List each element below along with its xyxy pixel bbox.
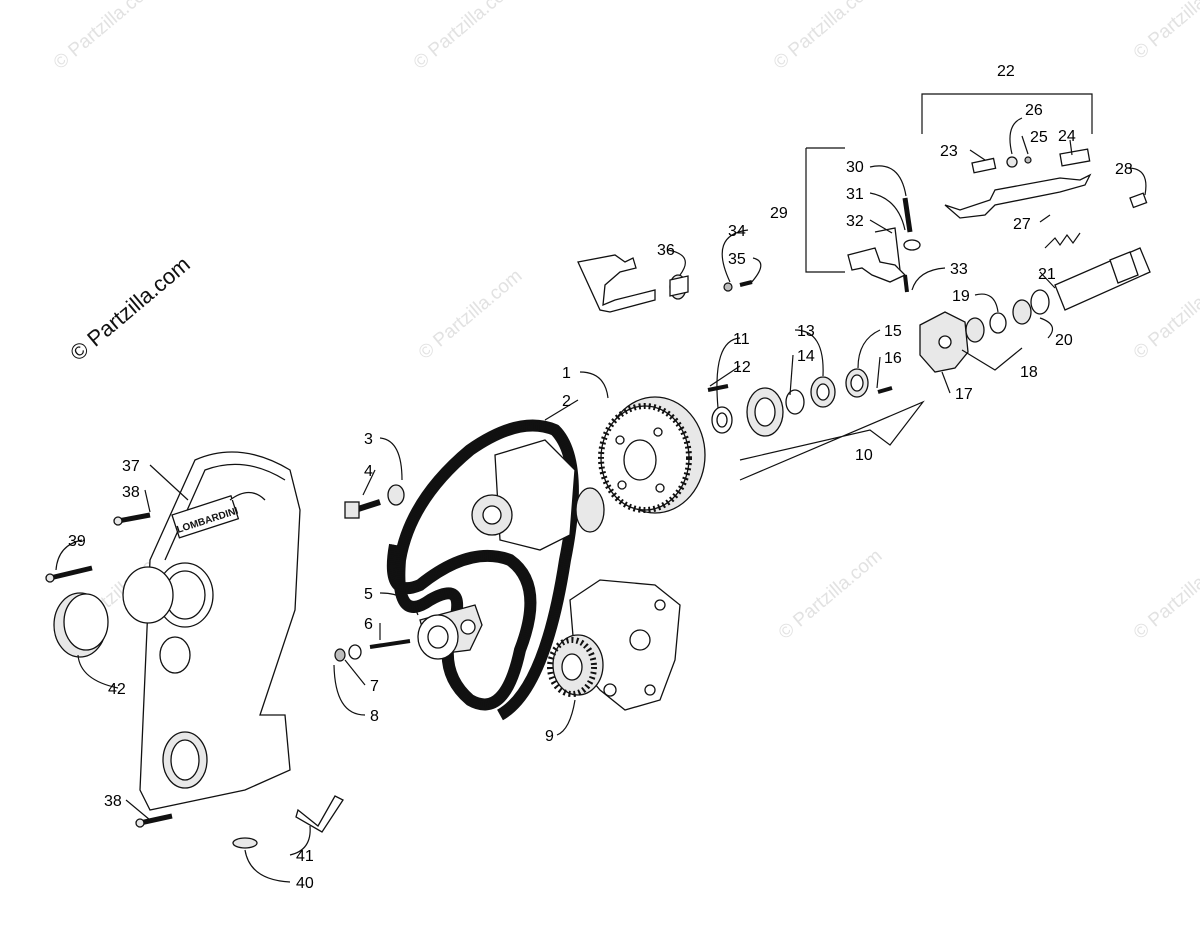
thrust-washer-inner bbox=[850, 374, 864, 392]
crankshaft-pulley bbox=[547, 634, 604, 697]
small-nut bbox=[723, 282, 733, 292]
belt-tensioner bbox=[417, 604, 483, 660]
callout-1: 1 bbox=[562, 365, 571, 382]
callout-2: 2 bbox=[562, 393, 571, 410]
cover-clip bbox=[295, 795, 344, 833]
callout-33: 33 bbox=[950, 261, 968, 278]
watermark: © Partzilla.com bbox=[410, 0, 522, 74]
callout-37: 37 bbox=[122, 458, 140, 475]
small-screw bbox=[877, 386, 893, 394]
callout-28: 28 bbox=[1115, 161, 1133, 178]
callout-38-top: 38 bbox=[122, 484, 140, 501]
camshaft-pulley bbox=[598, 396, 706, 514]
callout-22: 22 bbox=[997, 63, 1015, 80]
callout-40: 40 bbox=[296, 875, 314, 892]
callout-27: 27 bbox=[1013, 216, 1031, 233]
bearing-housing bbox=[746, 387, 784, 437]
watermark: © Partzilla.com bbox=[50, 0, 162, 74]
callout-15: 15 bbox=[884, 323, 902, 340]
tensioner-nut bbox=[334, 648, 346, 662]
callout-12: 12 bbox=[733, 359, 751, 376]
callout-41: 41 bbox=[296, 848, 314, 865]
callout-23: 23 bbox=[940, 143, 958, 160]
camshaft bbox=[1054, 247, 1151, 311]
small-bolt bbox=[739, 280, 753, 287]
callout-38-bottom: 38 bbox=[104, 793, 122, 810]
callout-32: 32 bbox=[846, 213, 864, 230]
callout-16: 16 bbox=[884, 350, 902, 367]
callout-25: 25 bbox=[1030, 129, 1048, 146]
callout-29: 29 bbox=[770, 205, 788, 222]
watermark: © Partzilla.com bbox=[770, 0, 882, 74]
callouts: 1 2 3 4 5 6 7 8 9 10 11 12 13 14 15 16 1… bbox=[68, 63, 1133, 892]
idler-bolt bbox=[344, 499, 381, 519]
seal-ring-inner bbox=[716, 412, 728, 428]
callout-4: 4 bbox=[364, 463, 373, 480]
callout-7: 7 bbox=[370, 678, 379, 695]
tensioner-washer bbox=[348, 644, 362, 660]
grommet bbox=[232, 837, 258, 849]
watermark: © Partzilla.com bbox=[1130, 0, 1200, 64]
solenoid bbox=[669, 274, 689, 300]
callout-19: 19 bbox=[952, 288, 970, 305]
water-pump bbox=[471, 439, 605, 551]
spacer bbox=[989, 312, 1007, 334]
leader-lines bbox=[55, 93, 1147, 883]
callout-26: 26 bbox=[1025, 102, 1043, 119]
linkage-spring bbox=[1044, 232, 1081, 249]
adjuster-nut bbox=[1129, 192, 1148, 209]
callout-17: 17 bbox=[955, 386, 973, 403]
cover-screw-long bbox=[45, 565, 93, 583]
callout-24: 24 bbox=[1058, 128, 1076, 145]
callout-34: 34 bbox=[728, 223, 746, 240]
callout-5: 5 bbox=[364, 586, 373, 603]
site-credit: © Partzilla.com bbox=[65, 251, 195, 365]
watermark: © Partzilla.com bbox=[775, 545, 887, 643]
governor-sleeve bbox=[965, 317, 985, 343]
callout-14: 14 bbox=[797, 348, 815, 365]
governor-linkage bbox=[944, 148, 1092, 219]
callout-35: 35 bbox=[728, 251, 746, 268]
callout-30: 30 bbox=[846, 159, 864, 176]
callout-8: 8 bbox=[370, 708, 379, 725]
cover-cap bbox=[53, 566, 174, 658]
bearing-inner bbox=[816, 383, 830, 401]
watermark: © Partzilla.com bbox=[1130, 265, 1200, 363]
callout-42: 42 bbox=[108, 681, 126, 698]
callout-20: 20 bbox=[1055, 332, 1073, 349]
o-ring bbox=[785, 389, 805, 415]
control-lever bbox=[847, 197, 921, 293]
callout-36: 36 bbox=[657, 242, 675, 259]
callout-10: 10 bbox=[855, 447, 873, 464]
callout-6: 6 bbox=[364, 616, 373, 633]
stop-lever bbox=[577, 254, 656, 313]
governor-weights bbox=[919, 311, 969, 373]
cover-screw-bottom bbox=[135, 813, 173, 828]
watermark: © Partzilla.com bbox=[415, 265, 527, 363]
callout-9: 9 bbox=[545, 728, 554, 745]
bearing-ring bbox=[1012, 299, 1032, 325]
screw bbox=[707, 384, 729, 392]
idler-washer bbox=[387, 484, 405, 506]
callout-21: 21 bbox=[1038, 266, 1056, 283]
callout-31: 31 bbox=[846, 186, 864, 203]
tensioner-stud bbox=[369, 639, 411, 649]
cover-screw-top bbox=[113, 512, 151, 526]
shaft-seal bbox=[1030, 289, 1050, 315]
callout-11: 11 bbox=[733, 331, 750, 348]
watermark: © Partzilla.com bbox=[1130, 545, 1200, 643]
callout-13: 13 bbox=[797, 323, 815, 340]
callout-18: 18 bbox=[1020, 364, 1038, 381]
timing-cover: LOMBARDINI bbox=[139, 451, 301, 811]
callout-3: 3 bbox=[364, 431, 373, 448]
callout-39: 39 bbox=[68, 533, 86, 550]
